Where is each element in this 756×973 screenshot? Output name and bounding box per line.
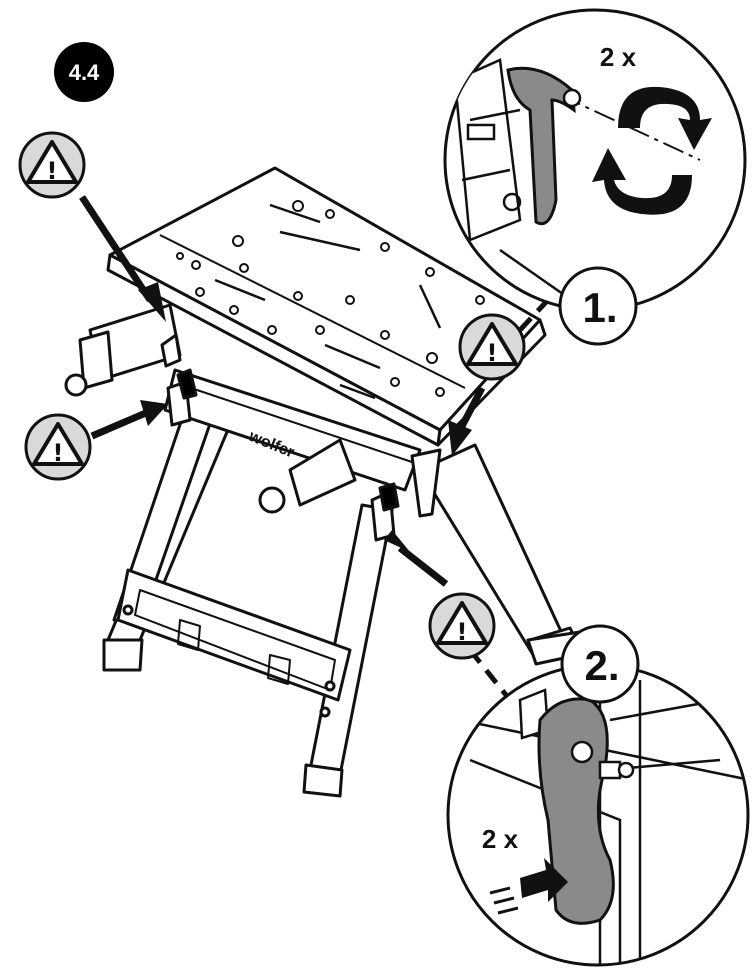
worktop-slots (214, 203, 442, 400)
callout-2-number: 2. (584, 642, 619, 689)
svg-text:!: ! (53, 439, 64, 467)
rotate-arrow-upper (618, 86, 712, 150)
svg-text:!: ! (47, 157, 58, 185)
warning-icon-lower: ! (428, 592, 496, 660)
warning-icon-top-left: ! (18, 131, 86, 199)
arrows (79, 195, 550, 702)
clamp-lever (506, 66, 576, 226)
lever-rear-left (160, 333, 182, 368)
detail-2-repeat-label: 2 x (482, 824, 519, 854)
step-badge-label: 4.4 (69, 60, 100, 85)
foot-front-right (302, 763, 344, 798)
callout-1-number: 1. (582, 284, 617, 331)
callout-2-badge: 2. (560, 624, 640, 704)
detail-circle-1: 2 x (443, 8, 747, 312)
push-arrow (520, 858, 568, 902)
side-extension-right (288, 438, 357, 507)
svg-text:!: ! (487, 339, 498, 367)
step-badge: 4.4 (54, 42, 114, 102)
workbench: wolfcr (64, 166, 582, 798)
warning-icon-right: ! (458, 313, 526, 381)
lower-crossbar (116, 568, 352, 702)
lever-rear-right (410, 448, 442, 518)
callout-1-badge: 1. (558, 266, 638, 346)
warning-icon-middle-left: ! (24, 413, 92, 481)
svg-text:!: ! (457, 618, 468, 646)
detail-1-repeat-label: 2 x (600, 42, 637, 72)
rotate-arrow-lower (592, 148, 692, 215)
detail-circle-2: 2 x (446, 663, 750, 967)
